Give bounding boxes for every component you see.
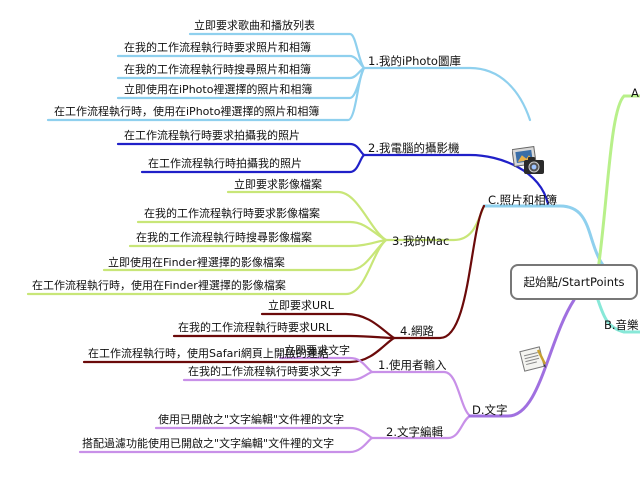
connector-d1-item2 — [182, 370, 374, 382]
connector-c3-item2 — [136, 220, 388, 242]
connector-c1-item5 — [46, 66, 366, 122]
center-node[interactable]: 起始點/StartPoints — [510, 264, 638, 300]
connector-d1-item1 — [278, 356, 374, 374]
connector-d1-group — [370, 370, 472, 418]
center-node-label: 起始點/StartPoints — [523, 275, 625, 289]
leaf-c4-1[interactable]: 立即要求URL — [268, 299, 334, 312]
leaf-c3-5[interactable]: 在工作流程執行時，使用在Finder裡選擇的影像檔案 — [32, 279, 286, 292]
connector-c3-item5 — [26, 238, 388, 296]
leaf-c3-1[interactable]: 立即要求影像檔案 — [234, 178, 322, 191]
leaf-d1-2[interactable]: 在我的工作流程執行時要求文字 — [188, 365, 342, 378]
leaf-c3-3[interactable]: 在我的工作流程執行時搜尋影像檔案 — [136, 231, 312, 244]
leaf-c3-2[interactable]: 在我的工作流程執行時要求影像檔案 — [144, 207, 320, 220]
leaf-d2-2[interactable]: 搭配過濾功能使用已開啟之"文字編輯"文件裡的文字 — [82, 437, 335, 450]
leaf-c1-1[interactable]: 立即要求歌曲和播放列表 — [194, 19, 315, 32]
group-c2-label[interactable]: 2.我電腦的攝影機 — [368, 141, 460, 155]
group-c3-label[interactable]: 3.我的Mac — [392, 234, 450, 248]
group-d1-label[interactable]: 1.使用者輸入 — [378, 358, 447, 372]
connector-d-stem — [468, 298, 576, 418]
connector-c2-group — [362, 153, 550, 206]
branch-b-label[interactable]: B.音樂 — [604, 318, 639, 332]
leaf-c3-4[interactable]: 立即使用在Finder裡選擇的影像檔案 — [108, 256, 285, 269]
group-d2-label[interactable]: 2.文字編輯 — [386, 425, 443, 439]
leaf-c1-3[interactable]: 在我的工作流程執行時搜尋照片和相簿 — [124, 63, 311, 76]
connector-c2-item2 — [140, 153, 366, 174]
group-c1-label[interactable]: 1.我的iPhoto圖庫 — [368, 54, 461, 68]
leaf-d2-1[interactable]: 使用已開啟之"文字編輯"文件裡的文字 — [158, 413, 345, 426]
connector-d2-group — [370, 414, 472, 440]
branch-a-label[interactable]: A — [631, 86, 639, 100]
leaf-c1-4[interactable]: 立即使用在iPhoto裡選擇的照片和相簿 — [124, 83, 313, 96]
connector-c4-group — [392, 204, 486, 340]
connector-c3-item3 — [128, 238, 388, 248]
connector-c1-group — [362, 66, 532, 122]
leaf-d1-1[interactable]: 立即要求文字 — [284, 344, 350, 357]
connector-d2-item2 — [78, 436, 374, 454]
connector-c2-item1 — [116, 142, 366, 157]
connector-a-stem — [596, 94, 640, 272]
leaf-c1-2[interactable]: 在我的工作流程執行時要求照片和相簿 — [124, 41, 311, 54]
text-document-icon — [518, 346, 548, 376]
leaf-c2-2[interactable]: 在工作流程執行時拍攝我的照片 — [148, 157, 302, 170]
connector-d2-item1 — [154, 426, 374, 440]
connector-c4-item2 — [172, 334, 396, 340]
connector-c4-item1 — [260, 312, 396, 340]
leaf-c1-5[interactable]: 在工作流程執行時，使用在iPhoto裡選擇的照片和相簿 — [54, 105, 320, 118]
leaf-c4-3[interactable]: 在工作流程執行時，使用Safari網頁上開啟的連結 — [88, 347, 329, 360]
connector-c1-item2 — [116, 54, 366, 70]
leaf-c2-1[interactable]: 在工作流程執行時要求拍攝我的照片 — [124, 129, 300, 142]
camera-photo-icon — [511, 145, 546, 180]
branch-d-label[interactable]: D.文字 — [472, 403, 508, 417]
leaf-c4-2[interactable]: 在我的工作流程執行時要求URL — [178, 321, 332, 334]
connector-b-stem — [596, 298, 640, 334]
connector-c4-item3 — [82, 336, 396, 364]
group-c4-label[interactable]: 4.網路 — [400, 324, 434, 338]
branch-c-label[interactable]: C.照片和相簿 — [488, 193, 558, 207]
